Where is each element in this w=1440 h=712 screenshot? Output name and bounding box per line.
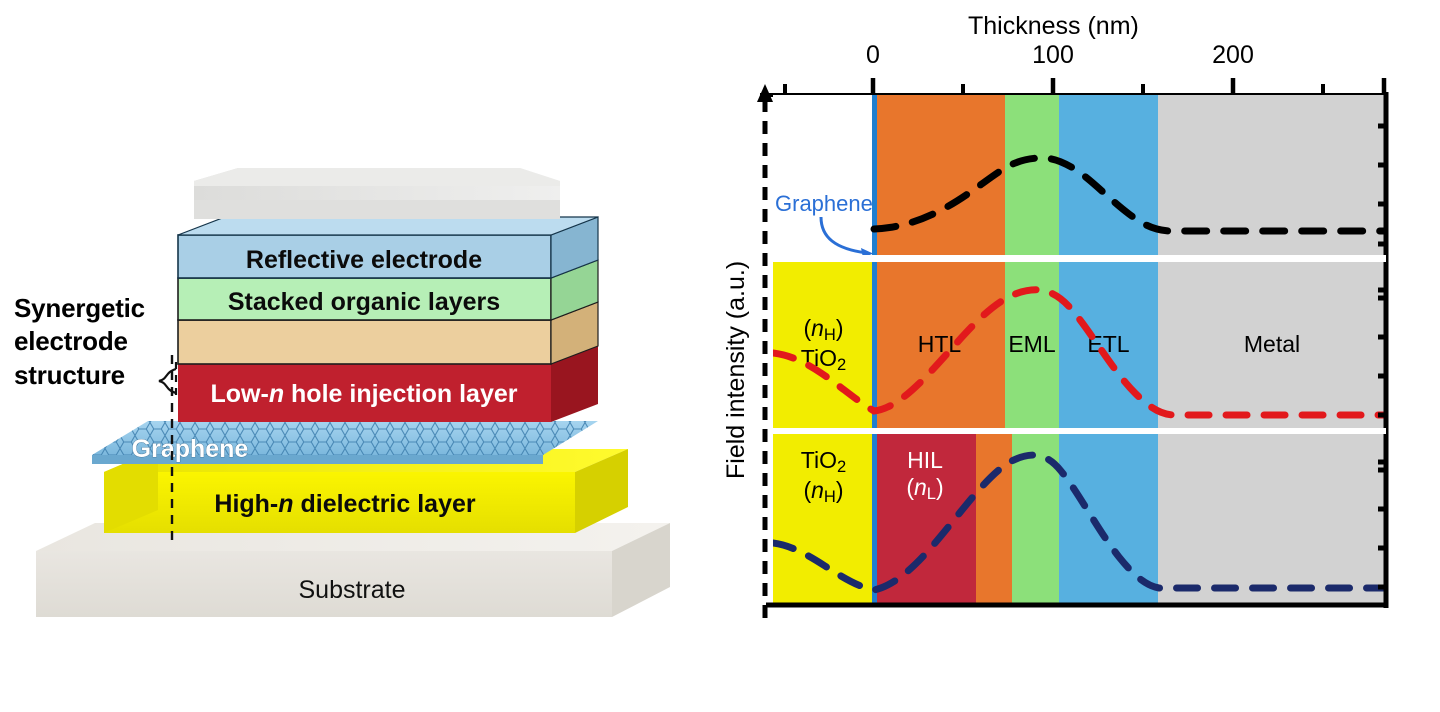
synergetic-label-line-3: structure: [14, 359, 125, 390]
dielectric-label: High-n dielectric layer: [214, 490, 475, 518]
xtick-label-100: 100: [1032, 41, 1074, 69]
layer-top-htl: [874, 95, 1005, 258]
y-axis-right: [1378, 92, 1389, 608]
layer-top-eml: [1005, 95, 1059, 258]
curve-red-dashed: [773, 286, 1386, 419]
curve-blue-dashed: [773, 451, 1386, 594]
layer-top-etl: [1059, 95, 1158, 258]
reflective-electrode-slab: [177, 216, 599, 279]
panel-bottom: TiO2(nH) HIL(nL): [773, 433, 1386, 605]
y-axis-title: Field intensity (a.u.): [722, 260, 750, 479]
stack-svg: Substrate High-n dielectric layer Graphe…: [36, 168, 670, 617]
graphene-line-middle: [872, 261, 877, 429]
graphene-line-top: [872, 95, 877, 258]
panel-top: Graphene: [773, 95, 1386, 258]
graphene-label: Graphene: [132, 435, 249, 463]
synergetic-label-line-1: Synergetic: [14, 293, 145, 323]
layer-bot-metal: [1158, 433, 1386, 605]
curve-black-dashed: [870, 154, 1386, 235]
x-axis-bottom: [766, 602, 1386, 608]
panel-separator-2: [773, 428, 1386, 434]
layer-bot-htl: [976, 433, 1012, 605]
stacked-organic-label: Stacked organic layers: [228, 288, 500, 316]
xtick-label-0: 0: [866, 41, 880, 69]
graphene-sheet: [92, 421, 598, 464]
xtick-label-200: 200: [1212, 41, 1254, 69]
synergetic-structure-label: Synergetic electrode structure: [14, 292, 145, 392]
panel-separator-1: [773, 255, 1386, 262]
field-intensity-chart: Thickness (nm) 0 100 200 Field intensity…: [700, 0, 1440, 712]
graphene-line-bottom: [872, 433, 877, 605]
x-axis-title: Thickness (nm): [968, 12, 1139, 40]
layer-mid-metal: Metal: [1158, 261, 1386, 429]
reflective-electrode-label: Reflective electrode: [246, 246, 482, 274]
hole-injection-label: Low-n hole injection layer: [210, 380, 517, 408]
top-cap-slab: [194, 168, 560, 219]
substrate-label: Substrate: [298, 576, 405, 604]
panel-middle: (nH)TiO2 HTL EML ETL Metal: [773, 261, 1386, 429]
synergetic-label-line-2: electrode: [14, 326, 128, 357]
bracket-marker: [158, 367, 177, 395]
graphene-annotation-label: Graphene: [775, 191, 873, 216]
device-stack-diagram: Synergetic electrode structure: [0, 0, 700, 712]
